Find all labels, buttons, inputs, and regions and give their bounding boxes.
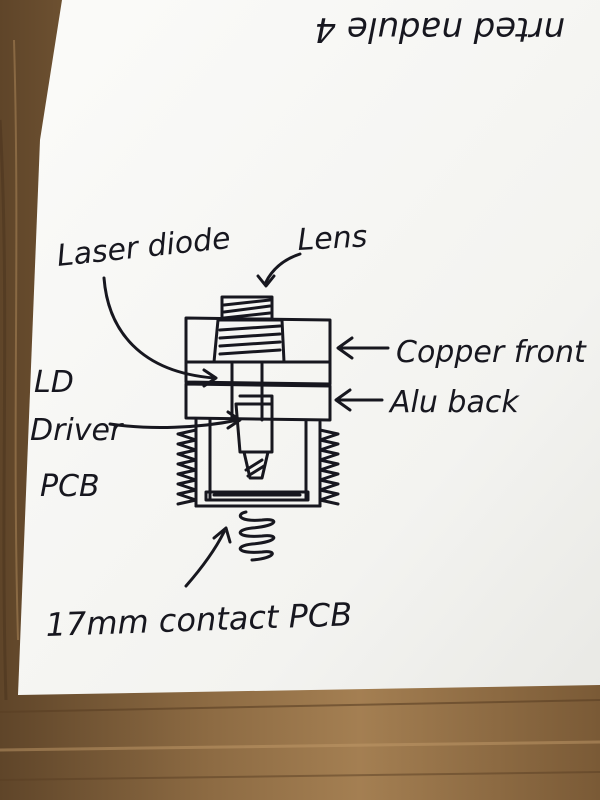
label-lens: Lens (297, 219, 369, 258)
label-ld-driver-line3: PCB (40, 469, 100, 504)
paper-sheet (18, 0, 600, 695)
threaded-housing (176, 418, 340, 508)
copper-front-block (184, 316, 332, 386)
laser-module-drawing (102, 252, 390, 588)
upside-down-note: nrted nadule 4 (315, 9, 565, 49)
lens-element (212, 295, 286, 364)
laser-diode-body (234, 402, 274, 480)
label-alu-back: Alu back (388, 385, 520, 420)
label-ld-driver-pcb: LD Driver PCB (30, 365, 124, 504)
ld-driver-arrow (108, 410, 242, 430)
label-ld-driver-line2: Driver (30, 413, 124, 448)
copper-front-arrow (336, 336, 390, 360)
label-ld-driver-line1: LD (34, 365, 74, 400)
contact-spring (238, 510, 276, 562)
laser-diode-arrow (102, 276, 218, 388)
lens-arrow (256, 252, 302, 288)
label-copper-front: Copper front (396, 335, 587, 370)
alu-back-arrow (334, 388, 384, 412)
contact-pcb-arrow (184, 526, 232, 588)
